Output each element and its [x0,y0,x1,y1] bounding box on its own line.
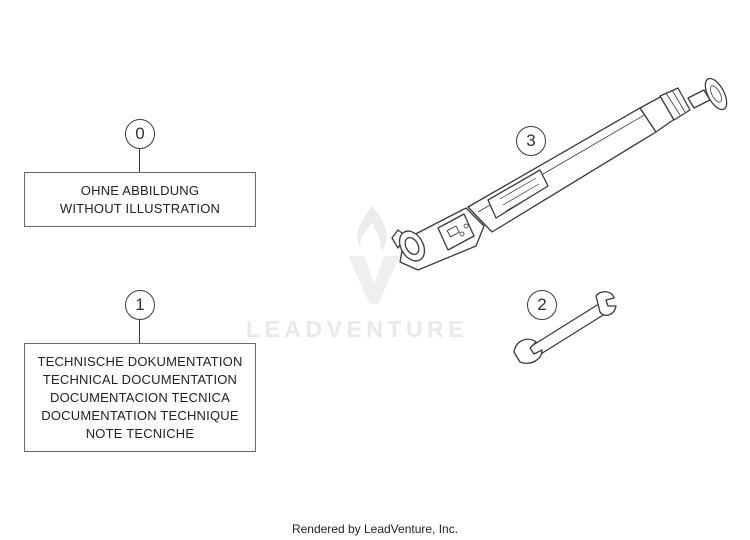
callout-2[interactable]: 2 [527,290,557,320]
callout-1[interactable]: 1 [125,290,155,320]
callout-1-leader [139,320,140,343]
doc-line-it: NOTE TECNICHE [85,425,195,441]
doc-line-fr: DOCUMENTATION TECHNIQUE [41,407,239,423]
technical-documentation-box: TECHNISCHE DOKUMENTATION TECHNICAL DOCUM… [24,343,256,452]
footer-credit: Rendered by LeadVenture, Inc. [291,522,459,536]
callout-0-leader [139,149,140,172]
callout-0[interactable]: 0 [125,119,155,149]
doc-line-es: DOCUMENTACION TECNICA [50,389,230,405]
callout-3[interactable]: 3 [516,126,546,156]
doc-line-en: TECHNICAL DOCUMENTATION [42,371,238,387]
without-illustration-box: OHNE ABBILDUNG WITHOUT ILLUSTRATION [24,172,256,227]
note-line-de: OHNE ABBILDUNG [80,182,200,198]
doc-line-de: TECHNISCHE DOKUMENTATION [37,353,243,369]
note-line-en: WITHOUT ILLUSTRATION [59,200,221,216]
watermark-text: LEADVENTURE [246,316,469,342]
